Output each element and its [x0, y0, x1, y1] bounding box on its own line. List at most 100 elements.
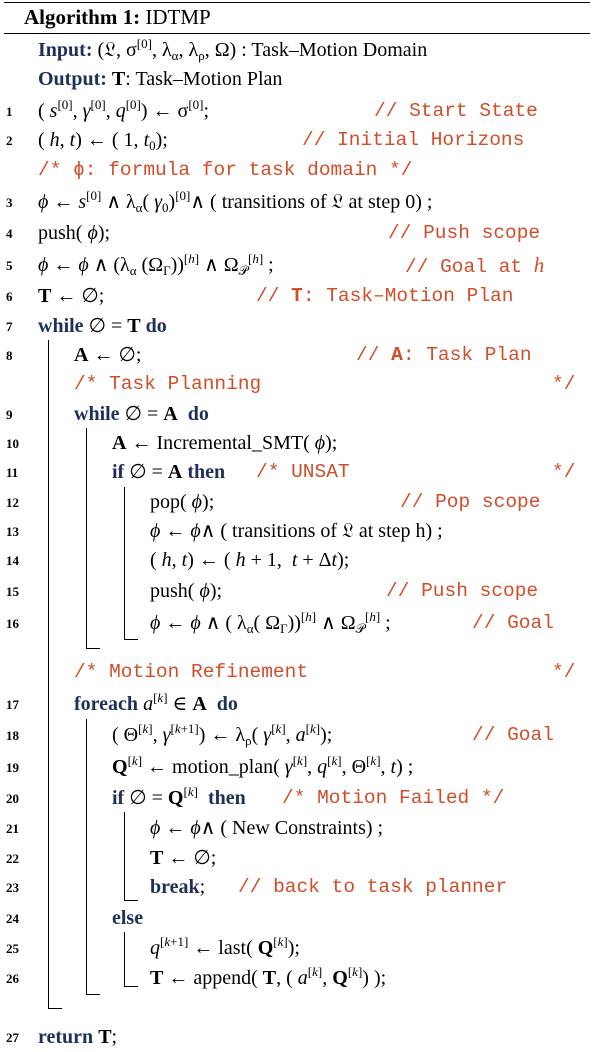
block-end-if-unsat: [124, 639, 138, 640]
line-number: 5: [6, 258, 13, 273]
line-number: 8: [6, 348, 13, 363]
line-number: 11: [6, 465, 19, 480]
block-bar-if-unsat: [124, 487, 125, 639]
statement: A ← Incremental_SMT( ϕ);: [112, 432, 338, 454]
statement: T ← append( T, ( a[k], Q[k]) );: [150, 964, 387, 989]
comment: // Goal: [472, 724, 554, 746]
statement: while ∅ = T do: [38, 315, 167, 337]
block-end-foreach: [86, 994, 100, 995]
code-line-21: 21 ϕ ← ϕ∧ ( New Constraints) ;: [0, 813, 594, 843]
block-bar-foreach: [86, 719, 87, 994]
statement: ϕ ← ϕ ∧ ( λα( ΩΓ))[h] ∧ Ω𝒫[h] ;: [150, 609, 391, 636]
line-number: 3: [6, 195, 13, 210]
output-variable: T: [111, 68, 126, 90]
block-bar-else: [124, 932, 125, 986]
comment-line-motion-refinement: /* Motion Refinement */: [0, 657, 594, 687]
code-line-7: 7 while ∅ = T do: [0, 311, 594, 341]
comment-end: */: [552, 461, 576, 483]
block-end-while-inner: [86, 648, 100, 649]
comment: // Pop scope: [400, 491, 541, 513]
statement: ϕ ← s[0] ∧ λα( γ0)[0]∧ ( transitions of …: [38, 188, 433, 215]
statement: T ← ∅;: [38, 285, 105, 307]
statement: ϕ ← ϕ∧ ( New Constraints) ;: [150, 817, 384, 839]
statement: else: [112, 907, 144, 929]
statement: foreach a[k] ∈ A do: [74, 690, 238, 715]
comment-line-task-planning: /* Task Planning */: [0, 369, 594, 399]
code-line-24: 24 else: [0, 903, 594, 933]
comment: /* Motion Failed */: [282, 787, 505, 809]
statement: while ∅ = A do: [74, 403, 209, 425]
line-number: 24: [6, 911, 19, 926]
code-line-23: 23 break; // back to task planner: [0, 872, 594, 902]
line-number: 18: [6, 728, 19, 743]
line-number: 25: [6, 941, 19, 956]
comment-end: */: [552, 373, 576, 395]
input-description: : Task–Motion Domain: [241, 39, 428, 61]
comment: // Goal at h: [405, 253, 545, 278]
code-line-9: 9 while ∅ = A do: [0, 399, 594, 429]
code-line-27: 27 return T;: [0, 1022, 594, 1052]
statement: push( ϕ);: [38, 222, 111, 244]
comment: /* UNSAT: [256, 461, 350, 483]
line-number: 13: [6, 524, 19, 539]
line-number: 12: [6, 495, 19, 510]
code-line-25: 25 q[k+1] ← last( Q[k]);: [0, 933, 594, 963]
code-line-3: 3 ϕ ← s[0] ∧ λα( γ0)[0]∧ ( transitions o…: [0, 187, 594, 217]
code-line-13: 13 ϕ ← ϕ∧ ( transitions of 𝔏 at step h) …: [0, 516, 594, 546]
statement: break;: [150, 876, 206, 898]
code-line-15: 15 push( ϕ); // Push scope: [0, 576, 594, 606]
line-number: 9: [6, 407, 13, 422]
line-number: 20: [6, 791, 19, 806]
input-label: Input:: [38, 39, 93, 61]
block-end-if-motion-failed: [124, 900, 138, 901]
code-line-26: 26 T ← append( T, ( a[k], Q[k]) );: [0, 963, 594, 993]
statement: return T;: [38, 1026, 118, 1048]
line-number: 14: [6, 553, 19, 568]
block-end-while-outer: [48, 1008, 62, 1009]
line-number: 15: [6, 584, 19, 599]
statement: A ← ∅;: [74, 344, 142, 366]
statement: Q[k] ← motion_plan( γ[k], q[k], Θ[k], t)…: [112, 753, 414, 778]
line-number: 16: [6, 616, 19, 631]
output-line: Output: T: Task–Motion Plan: [0, 64, 594, 94]
line-number: 6: [6, 289, 13, 304]
statement: pop( ϕ);: [150, 491, 215, 513]
block-end-else: [124, 986, 138, 987]
comment: // Start State: [374, 100, 538, 122]
code-line-14: 14 ( h, t) ← ( h + 1, t + Δt);: [0, 545, 594, 575]
code-line-20: 20 if ∅ = Q[k] then /* Motion Failed */: [0, 783, 594, 813]
block-bar-if-motion-failed: [124, 812, 125, 900]
code-line-22: 22 T ← ∅;: [0, 843, 594, 873]
line-number: 2: [6, 133, 13, 148]
statement: ( s[0], γ[0], q[0]) ← σ[0];: [38, 97, 210, 122]
line-number: 10: [6, 436, 19, 451]
line-number: 26: [6, 971, 19, 986]
statement: if ∅ = A then: [112, 461, 226, 483]
code-line-5: 5 ϕ ← ϕ ∧ (λα (ΩΓ))[h] ∧ Ω𝒫[h] ; // Goal…: [0, 250, 594, 280]
algorithm-name: IDTMP: [145, 5, 211, 29]
code-line-8: 8 A ← ∅; // A: Task Plan: [0, 340, 594, 370]
comment-end: */: [552, 661, 576, 683]
code-line-16: 16 ϕ ← ϕ ∧ ( λα( ΩΓ))[h] ∧ Ω𝒫[h] ; // Go…: [0, 608, 594, 638]
comment: /* Motion Refinement: [74, 661, 309, 683]
comment-line-phi: /* ϕ: formula for task domain */: [0, 155, 594, 185]
code-line-19: 19 Q[k] ← motion_plan( γ[k], q[k], Θ[k],…: [0, 752, 594, 782]
comment: // T: Task–Motion Plan: [256, 285, 514, 307]
statement: ( Θ[k], γ[k+1]) ← λρ( γ[k], a[k]);: [112, 721, 333, 748]
output-description: : Task–Motion Plan: [125, 68, 283, 90]
line-number: 22: [6, 851, 19, 866]
statement: push( ϕ);: [150, 580, 223, 602]
comment: /* ϕ: formula for task domain */: [38, 159, 413, 181]
line-number: 7: [6, 319, 13, 334]
comment: /* Task Planning: [74, 373, 262, 395]
comment: // Goal: [472, 612, 554, 634]
algorithm-label: Algorithm 1:: [24, 5, 141, 29]
line-number: 19: [6, 760, 19, 775]
block-bar-while-inner: [86, 428, 87, 648]
statement: ( h, t) ← ( h + 1, t + Δt);: [150, 549, 350, 571]
comment: // Push scope: [388, 222, 541, 244]
comment: // Push scope: [386, 580, 539, 602]
statement: if ∅ = Q[k] then: [112, 784, 246, 809]
line-number: 23: [6, 880, 19, 895]
line-number: 27: [6, 1030, 19, 1045]
